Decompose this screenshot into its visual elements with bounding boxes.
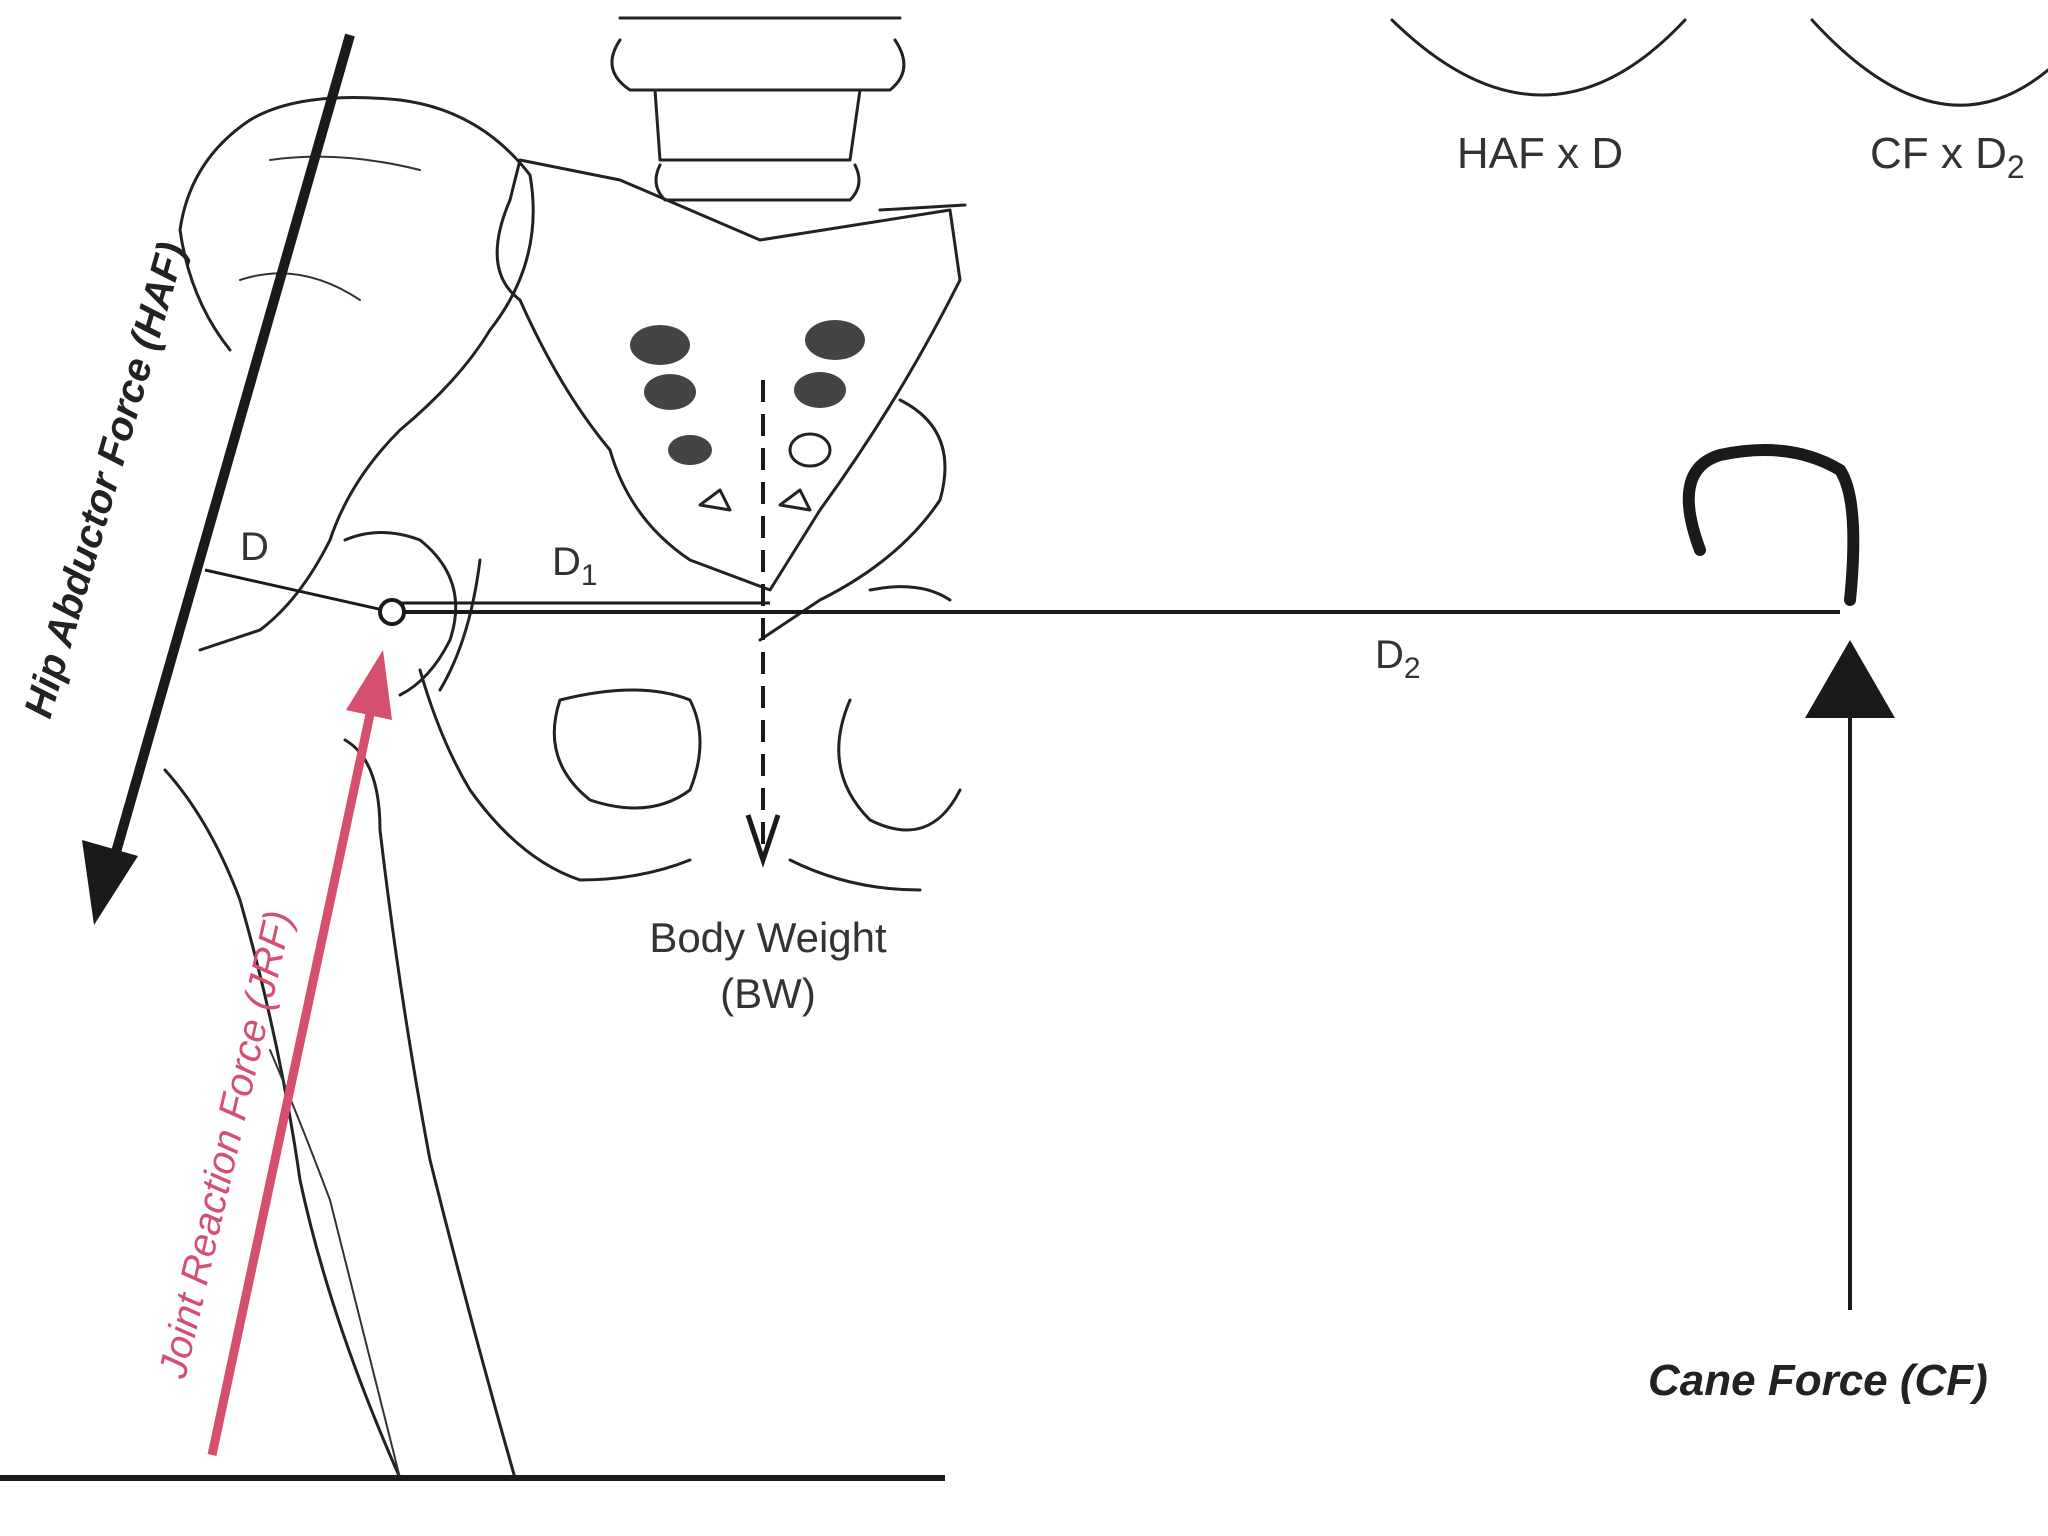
d-label: D [240, 525, 269, 569]
cane-force-label: Cane Force (CF) [1648, 1356, 1988, 1405]
haf-force-line [103, 33, 355, 882]
d-moment-arm [204, 568, 393, 614]
moment-arc-haf [1390, 18, 1687, 97]
haf-arrowhead [82, 840, 138, 925]
hip-joint-center [378, 598, 406, 626]
body-weight-label: Body Weight [649, 914, 887, 961]
cane-handle [1682, 444, 1860, 606]
moment-cf-label: CF x D2 [1870, 129, 2025, 185]
pelvis-illustration [163, 16, 967, 1480]
moment-arc-cf [1810, 18, 2048, 107]
body-weight-abbrev: (BW) [720, 970, 816, 1017]
jrf-arrowhead [346, 650, 392, 720]
d2-label: D2 [1375, 633, 1421, 685]
d1-label: D1 [552, 540, 598, 592]
cane-force-arrowhead [1805, 640, 1895, 718]
body-weight-arrowhead [745, 814, 781, 868]
jrf-force-line [207, 704, 377, 1456]
haf-label: Hip Abductor Force (HAF) [16, 238, 194, 723]
moment-haf-label: HAF x D [1457, 129, 1623, 178]
